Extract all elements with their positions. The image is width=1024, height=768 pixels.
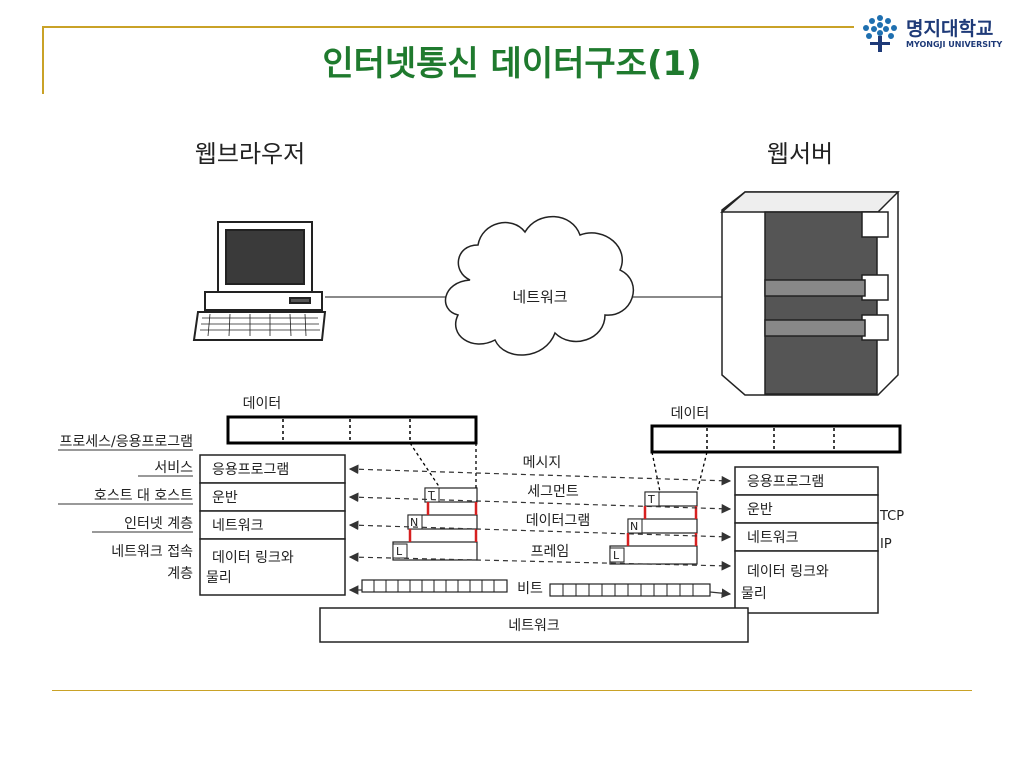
server-label: 웹서버	[767, 140, 833, 168]
client-label: 웹브라우저	[195, 140, 305, 168]
unit-bit: 비트	[517, 581, 543, 597]
layer-name-access-2: 계층	[167, 566, 193, 582]
data-box-left	[226, 415, 478, 445]
layer-name-access-1: 네트워크 접속	[111, 544, 193, 560]
data-box-right	[650, 424, 902, 454]
data-label-left: 데이터	[243, 396, 282, 412]
network-bar-label: 네트워크	[508, 618, 560, 634]
slide-frame-vertical	[42, 26, 44, 94]
stack-right-datalink: 데이터 링크와	[747, 564, 829, 580]
slide-frame-horizontal	[42, 26, 854, 28]
logo-korean: 명지대학교	[906, 18, 994, 40]
server-icon	[719, 191, 900, 396]
unit-frame: 프레임	[531, 544, 570, 560]
stack-left-transport: 운반	[212, 490, 238, 506]
bit-cells	[373, 580, 694, 596]
cloud-label: 네트워크	[512, 288, 567, 306]
layer-name-service: 서비스	[154, 460, 193, 476]
stack-left-datalink: 데이터 링크와	[212, 550, 294, 566]
data-label-right: 데이터	[671, 406, 710, 422]
stack-right-application: 응용프로그램	[747, 474, 824, 490]
layer-name-internet: 인터넷 계층	[124, 516, 193, 532]
unit-segment: 세그먼트	[527, 484, 579, 500]
unit-datagram: 데이터그램	[526, 513, 590, 529]
header-l-left: L	[396, 545, 403, 558]
unit-message: 메시지	[523, 455, 562, 471]
university-logo: 명지대학교 MYONGJI UNIVERSITY	[858, 10, 1018, 60]
stack-left-physical: 물리	[206, 570, 232, 586]
stack-left	[199, 454, 346, 596]
header-t-right: T	[647, 493, 655, 506]
computer-icon	[192, 221, 327, 341]
layer-name-process: 프로세스/응용프로그램	[59, 434, 193, 450]
stack-right-physical: 물리	[741, 586, 767, 602]
header-n-right: N	[630, 520, 638, 533]
stack-right-transport: 운반	[747, 502, 773, 518]
network-cloud-icon	[444, 215, 635, 356]
tree-logo-icon	[863, 15, 897, 52]
bottom-rule	[52, 690, 972, 691]
stack-left-application: 응용프로그램	[212, 462, 289, 478]
stack-right-network: 네트워크	[747, 530, 799, 546]
protocol-tcp: TCP	[879, 509, 904, 524]
stack-right	[734, 466, 879, 614]
logo-english: MYONGJI UNIVERSITY	[906, 40, 1003, 49]
stack-left-network: 네트워크	[212, 518, 264, 534]
layer-name-host: 호스트 대 호스트	[94, 488, 193, 504]
protocol-ip: IP	[880, 537, 892, 552]
network-bar	[319, 607, 749, 643]
slide-title: 인터넷통신 데이터구조(1)	[322, 44, 702, 84]
header-l-right: L	[613, 549, 620, 562]
